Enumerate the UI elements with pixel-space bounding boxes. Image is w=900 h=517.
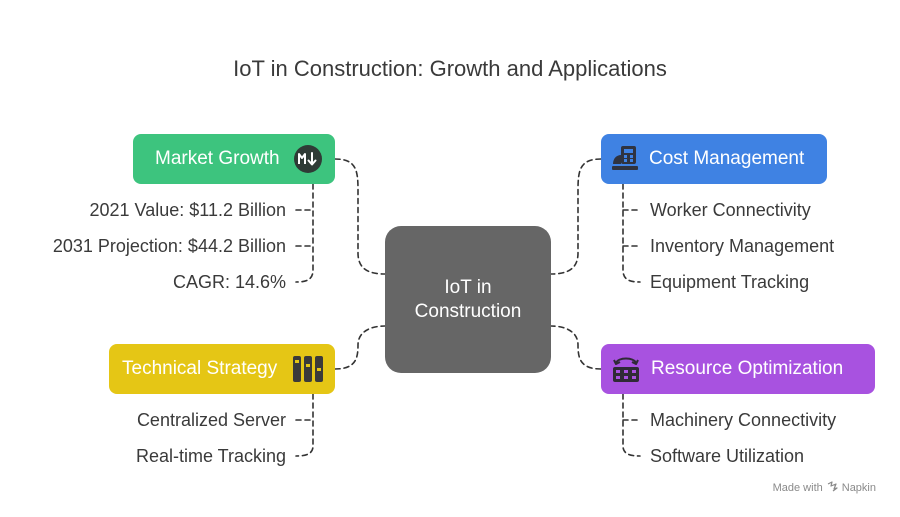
connector-resource: [550, 325, 602, 370]
credit-brand: Napkin: [841, 482, 876, 494]
tech-item-1: Centralized Server: [136, 410, 286, 430]
branch-resource-optimization-label: Resource Optimization: [651, 358, 844, 379]
connector-cost-items: [622, 183, 641, 283]
branch-market-growth-label: Market Growth: [155, 148, 280, 169]
branch-market-growth: Market Growth: [133, 134, 335, 184]
branch-technical-strategy: Technical Strategy: [109, 344, 335, 394]
napkin-logo-icon: [827, 481, 838, 495]
center-node: IoT in Construction: [385, 226, 551, 373]
branch-technical-strategy-label: Technical Strategy: [122, 358, 278, 379]
center-line-2: Construction: [414, 300, 522, 322]
cost-item-1: Worker Connectivity: [650, 200, 811, 220]
connector-market-items: [295, 183, 314, 283]
markdown-down-icon: [293, 144, 323, 180]
diagram-title: IoT in Construction: Growth and Applicat…: [233, 56, 667, 81]
credit-prefix: Made with: [772, 482, 823, 494]
server-columns-icon: [292, 354, 324, 390]
center-line-1: IoT in: [444, 276, 492, 298]
calculator-icon: [611, 144, 639, 174]
connector-market: [334, 158, 386, 275]
branch-cost-management-label: Cost Management: [649, 148, 805, 169]
market-item-1: 2021 Value: $11.2 Billion: [89, 200, 286, 220]
connector-cost: [550, 158, 602, 275]
resource-item-1: Machinery Connectivity: [650, 410, 837, 430]
cost-item-2: Inventory Management: [650, 236, 835, 256]
branch-resource-optimization: Resource Optimization: [601, 344, 875, 394]
cost-item-3: Equipment Tracking: [650, 272, 810, 292]
branch-cost-management: Cost Management: [601, 134, 827, 184]
market-item-2: 2031 Projection: $44.2 Billion: [52, 236, 286, 256]
resource-item-2: Software Utilization: [650, 446, 805, 466]
connector-tech-items: [295, 393, 314, 457]
connector-tech: [334, 325, 386, 370]
market-item-3: CAGR: 14.6%: [172, 272, 286, 292]
refresh-grid-icon: [611, 354, 641, 384]
napkin-credit: Made with Napkin: [773, 481, 876, 495]
connector-resource-items: [622, 393, 641, 457]
tech-item-2: Real-time Tracking: [135, 446, 286, 466]
